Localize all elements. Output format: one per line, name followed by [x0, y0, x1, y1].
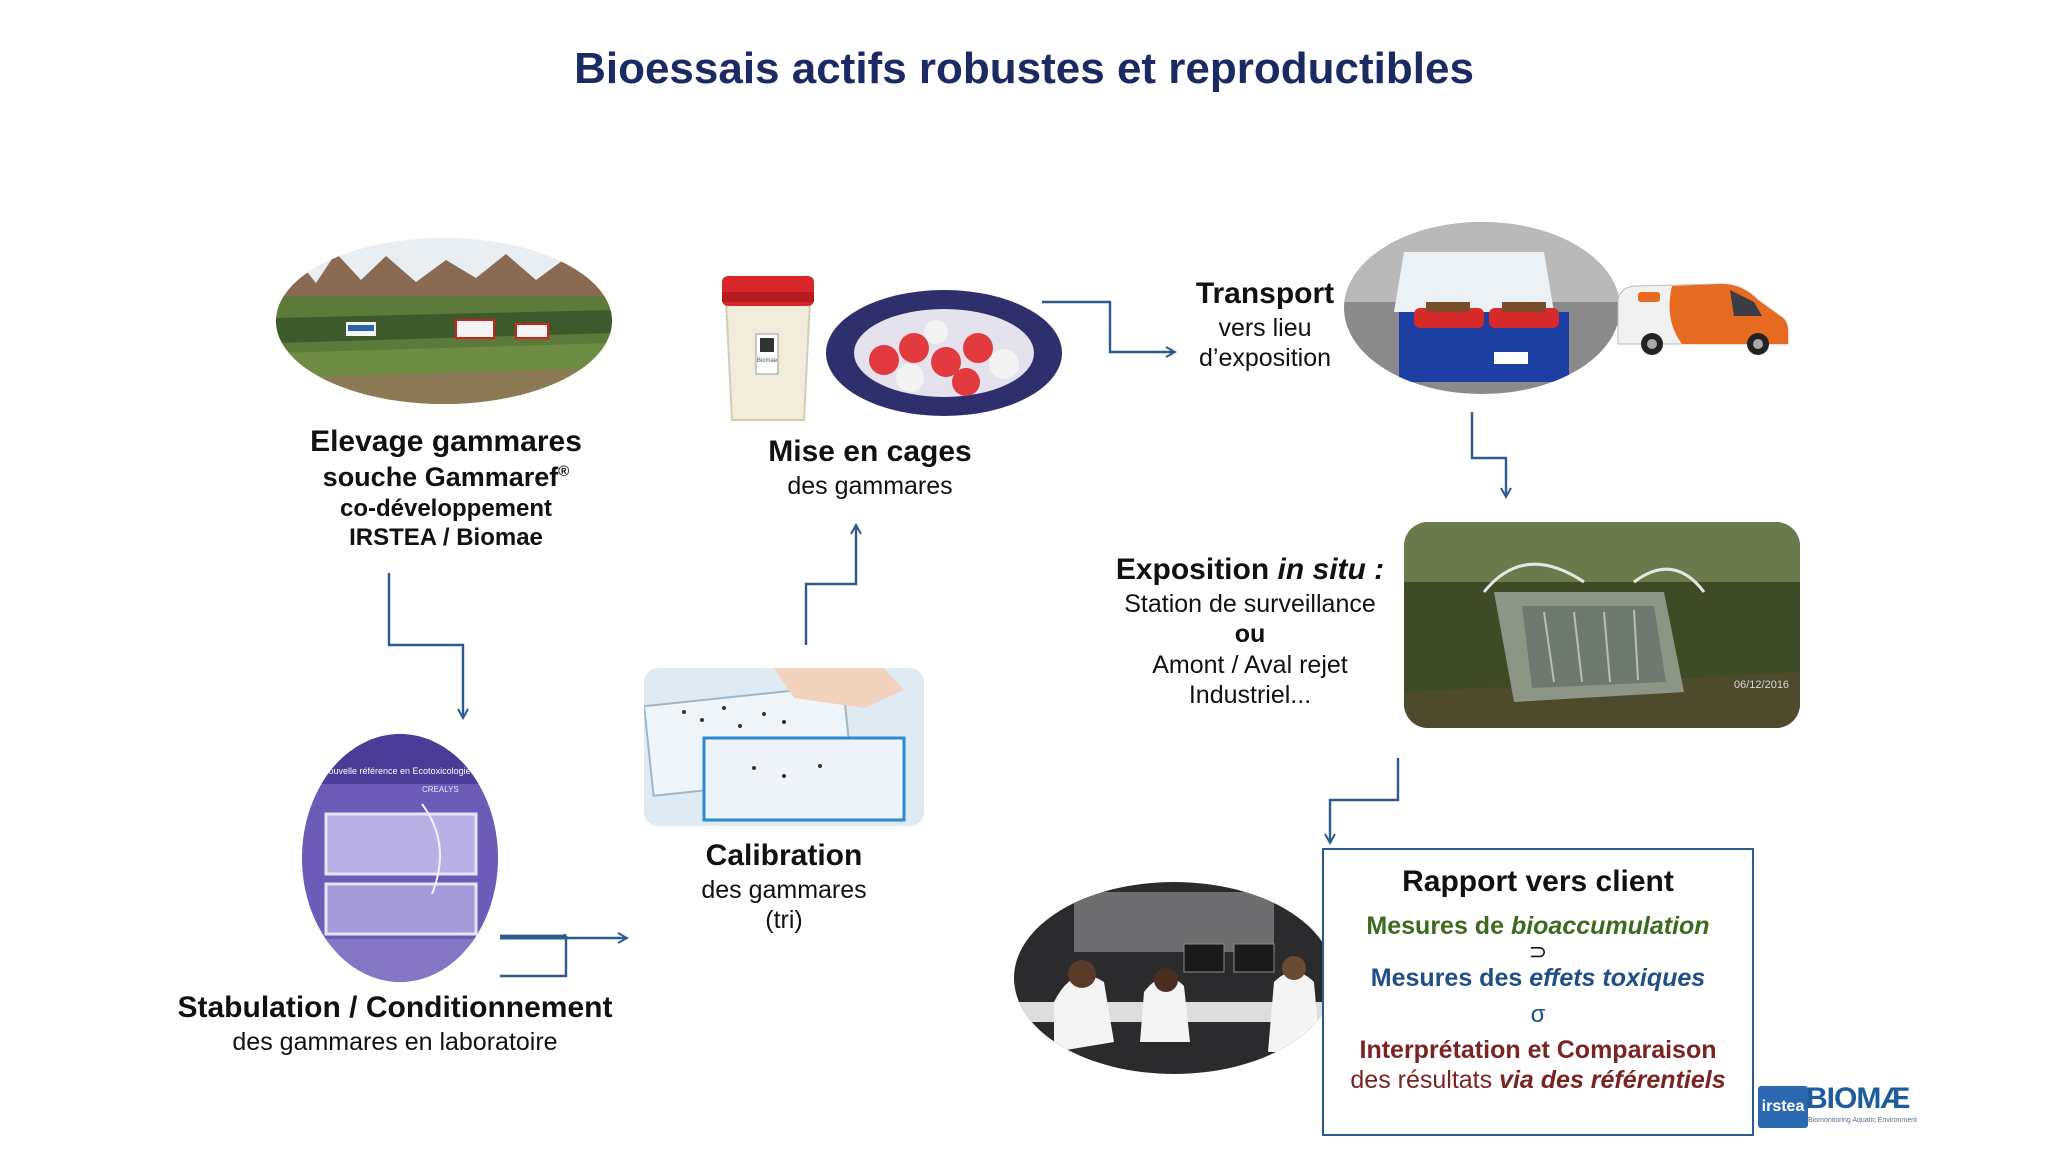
arrow-cages-to-transport — [1042, 300, 1174, 352]
irstea-logo: irstea — [1758, 1086, 1808, 1128]
label-mise-en-cages: Mise en cages des gammares — [740, 434, 1000, 501]
report-m2-b: effets toxiques — [1529, 964, 1706, 993]
label-transport: Transport vers lieu d’exposition — [1160, 276, 1370, 374]
van-photo — [1617, 283, 1789, 355]
arrow-stabulation-to-calibration-path — [500, 934, 567, 938]
biomae-logo: BIOMÆ — [1806, 1082, 1910, 1115]
calibration-heading: Calibration — [705, 839, 863, 872]
elevage-line4: IRSTEA / Biomae — [349, 523, 543, 551]
biomae-tagline: Biomonitoring Aquatic Environment — [1808, 1117, 1917, 1124]
report-measure-toxic: Mesures des effets toxiques — [1324, 963, 1752, 994]
exposition-heading-a: Exposition — [1115, 553, 1278, 586]
elevage-strain: souche Gammaref — [322, 461, 559, 492]
stabulation-heading: Stabulation / Conditionnement — [177, 991, 613, 1024]
underwater-crate-photo: 06/12/2016 — [1404, 522, 1800, 728]
elevage-line1: Elevage gammares — [310, 425, 582, 458]
lab-tanks-photo: Nouvelle référence en Ecotoxicologie CRE… — [302, 734, 498, 982]
report-m1-a: Mesures de — [1366, 911, 1511, 940]
sample-jar-photo: Biomae — [722, 276, 814, 421]
report-m1-b: bioaccumulation — [1510, 911, 1710, 940]
transport-heading: Transport — [1195, 277, 1335, 310]
sample-jar-label: Biomae — [757, 358, 778, 364]
arrow-calibration-to-cages — [804, 526, 856, 645]
page-title: Bioessais actifs robustes et reproductib… — [574, 44, 1474, 93]
laboratory-photo — [1014, 882, 1334, 1074]
report-m4-b: via des référentiels — [1499, 1066, 1726, 1095]
elevage-line2: souche Gammaref® — [250, 461, 642, 494]
calibration-photo — [644, 668, 924, 826]
report-title: Rapport vers client — [1402, 865, 1674, 898]
report-symbol-1: ⊃ — [1528, 939, 1548, 965]
exposition-line4: Industriel... — [1188, 681, 1312, 710]
arrow-transport-to-exposition — [1470, 412, 1506, 496]
report-interpretation: Interprétation et Comparaison — [1359, 1035, 1717, 1064]
exposition-heading: Exposition in situ : — [1090, 552, 1410, 589]
exposition-line1: Station de surveillance — [1124, 589, 1376, 618]
farm-photo — [276, 238, 612, 404]
tank-logo-text: CREALYS — [422, 785, 459, 794]
cooler-photo — [1344, 222, 1620, 394]
label-exposition: Exposition in situ : Station de surveill… — [1090, 552, 1410, 711]
exposition-line2: ou — [1234, 620, 1266, 649]
registered-mark: ® — [558, 462, 570, 480]
transport-sub2: d’exposition — [1198, 344, 1332, 373]
cages-photo — [826, 290, 1062, 416]
arrow-exposition-to-report — [1330, 758, 1400, 842]
report-m2-a: Mesures des — [1370, 964, 1530, 993]
label-calibration: Calibration des gammares (tri) — [654, 838, 914, 936]
exposition-line3: Amont / Aval rejet — [1152, 650, 1348, 679]
report-measure-bioaccumulation: Mesures de bioaccumulation — [1324, 911, 1752, 942]
report-box: Rapport vers client Mesures de bioaccumu… — [1322, 848, 1754, 1136]
elevage-line3: co-développement — [339, 494, 553, 522]
label-elevage: Elevage gammares souche Gammaref® co-dév… — [250, 424, 642, 552]
report-m4-a: des résultats — [1350, 1066, 1500, 1095]
report-referentials: des résultats via des référentiels — [1324, 1065, 1752, 1096]
calibration-sub1: des gammares — [701, 875, 867, 904]
crate-date-stamp: 06/12/2016 — [1734, 679, 1789, 691]
exposition-heading-b: in situ : — [1277, 553, 1385, 586]
calibration-sub2: (tri) — [765, 906, 803, 935]
tank-banner-text: Nouvelle référence en Ecotoxicologie — [322, 766, 471, 776]
label-stabulation: Stabulation / Conditionnement des gammar… — [130, 990, 660, 1057]
report-symbol-2: σ — [1530, 1000, 1546, 1028]
arrow-stabulation-to-calibration-head — [500, 938, 626, 978]
stabulation-sub: des gammares en laboratoire — [232, 1027, 558, 1056]
cages-sub: des gammares — [787, 471, 953, 500]
transport-sub1: vers lieu — [1218, 313, 1312, 342]
cages-heading: Mise en cages — [768, 435, 972, 468]
arrow-elevage-to-stabulation — [387, 573, 463, 717]
